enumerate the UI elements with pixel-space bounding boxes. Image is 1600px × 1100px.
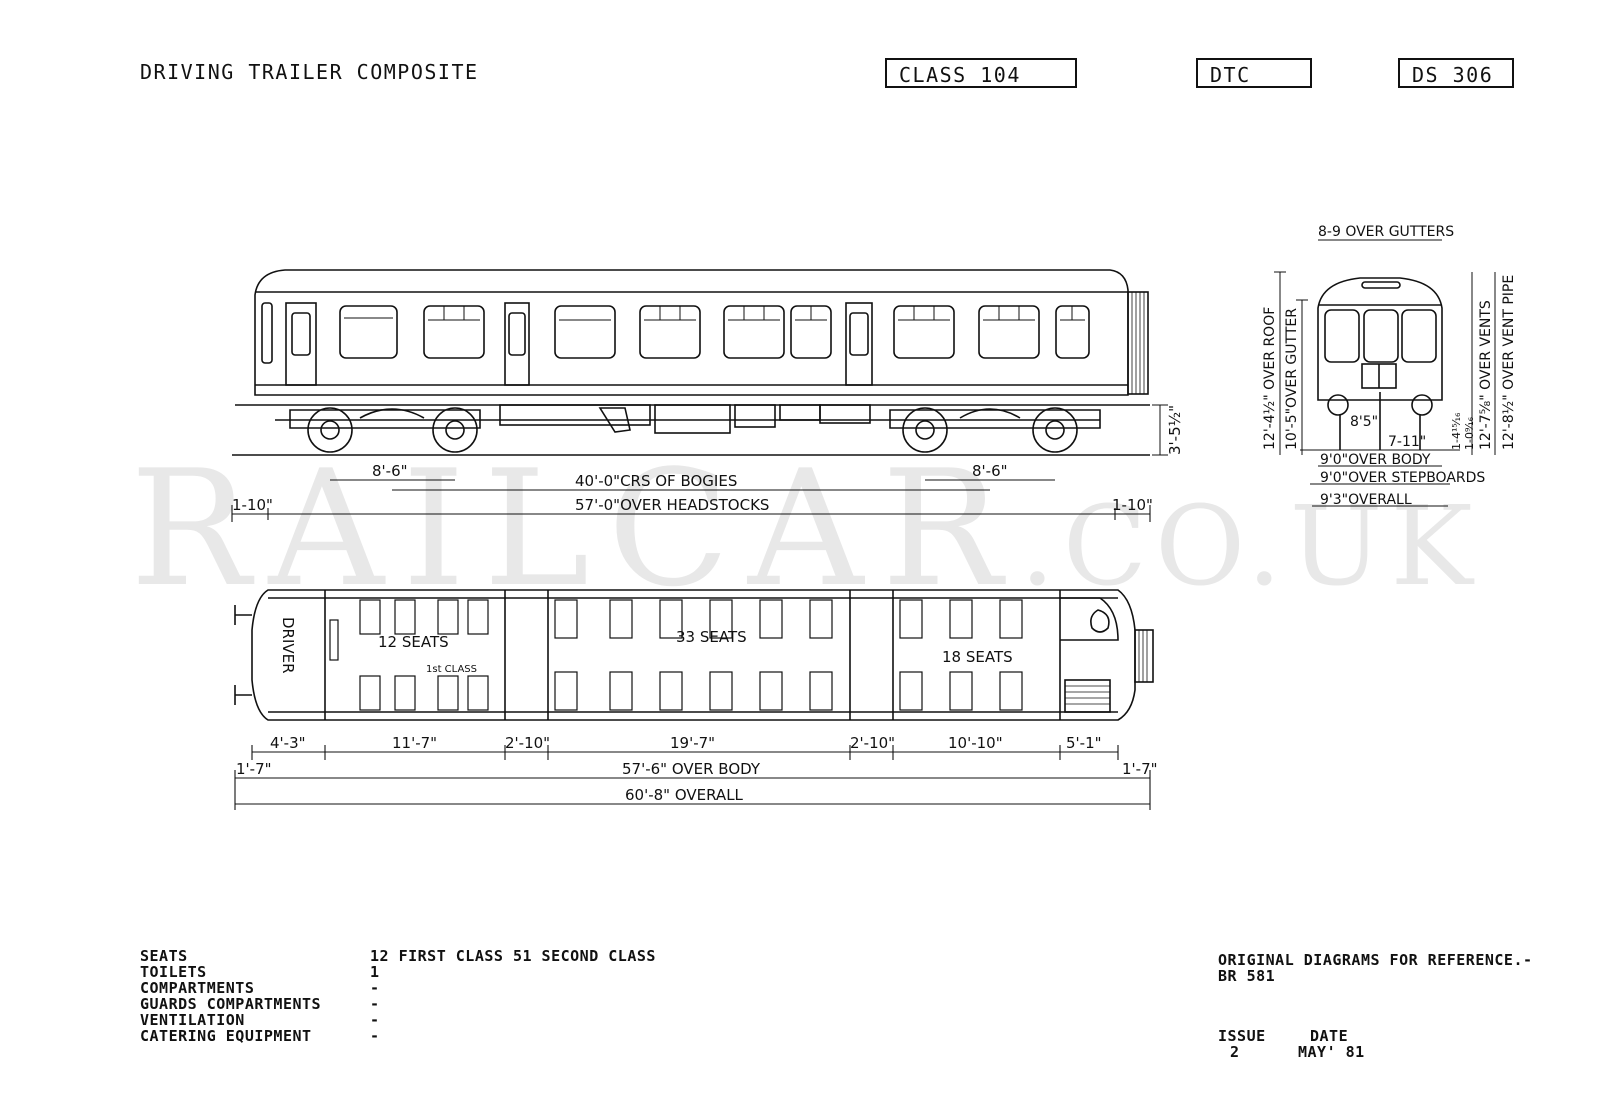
spec-value-toilets: 1 <box>370 963 380 981</box>
plan-dim-1: 11'-7" <box>392 734 437 752</box>
spec-value-compartments: - <box>370 979 380 997</box>
dim-right-overhang: 1-10" <box>1112 496 1153 514</box>
plan-driver: DRIVER <box>279 617 297 674</box>
dim-height-rail: 3'-5½" <box>1166 405 1184 455</box>
date-value: MAY' 81 <box>1298 1043 1365 1061</box>
issue-value: 2 <box>1230 1043 1240 1061</box>
plan-dim-4: 2'-10" <box>850 734 895 752</box>
plan-overall: 60'-8" OVERALL <box>625 786 744 804</box>
plan-dim-5: 10'-10" <box>948 734 1003 752</box>
end-over-vent-pipe: 12'-8½" OVER VENT PIPE <box>1501 275 1517 450</box>
plan-seats-middle: 33 SEATS <box>676 628 747 646</box>
dim-right-bogie: 8'-6" <box>972 462 1008 480</box>
reference-line1: ORIGINAL DIAGRAMS FOR REFERENCE.- <box>1218 951 1533 969</box>
date-label: DATE <box>1310 1027 1349 1045</box>
plan-dim-2: 2'-10" <box>505 734 550 752</box>
end-elevation <box>1274 239 1496 507</box>
plan-dim-right-end: 1'-7" <box>1122 760 1158 778</box>
diagram-box: DS 306 <box>1398 58 1514 88</box>
end-over-body: 9'0"OVER BODY <box>1320 452 1431 468</box>
watermark-main: RAILCAR <box>130 435 1020 622</box>
dim-bogie-centres: 40'-0"CRS OF BOGIES <box>575 472 737 490</box>
spec-label-ventilation: VENTILATION <box>140 1011 245 1029</box>
end-over-vents: 12'-7⅝" OVER VENTS <box>1478 300 1494 450</box>
spec-labels: SEATS TOILETS COMPARTMENTS GUARDS COMPAR… <box>140 948 321 1044</box>
watermark: RAILCAR.CO.UK <box>130 435 1481 622</box>
end-dim-7-11: 7-11" <box>1388 434 1426 450</box>
watermark-suffix: .CO.UK <box>1019 482 1481 610</box>
spec-label-seats: SEATS <box>140 947 188 965</box>
dim-headstocks: 57'-0"OVER HEADSTOCKS <box>575 496 769 514</box>
spec-label-catering: CATERING EQUIPMENT <box>140 1027 312 1045</box>
reference-block: ORIGINAL DIAGRAMS FOR REFERENCE.- BR 581 <box>1218 952 1533 984</box>
spec-value-guards: - <box>370 995 380 1013</box>
plan-view <box>234 589 1154 810</box>
spec-label-guards: GUARDS COMPARTMENTS <box>140 995 322 1013</box>
dim-left-bogie: 8'-6" <box>372 462 408 480</box>
reference-line2: BR 581 <box>1218 967 1276 985</box>
end-dim-8-5: 8'5" <box>1350 414 1378 430</box>
bogie-left <box>289 407 481 453</box>
spec-label-compartments: COMPARTMENTS <box>140 979 255 997</box>
end-over-stepboards: 9'0"OVER STEPBOARDS <box>1320 470 1485 486</box>
end-overall: 9'3"OVERALL <box>1320 492 1412 508</box>
issue-block: ISSUE DATE 2 MAY' 81 <box>1218 1028 1365 1060</box>
plan-over-body: 57'-6" OVER BODY <box>622 760 761 778</box>
spec-label-toilets: TOILETS <box>140 963 207 981</box>
spec-value-seats: 12 FIRST CLASS 51 SECOND CLASS <box>370 947 656 965</box>
end-dim-small-b: 1-0⁹⁄₁₆ <box>1463 416 1476 450</box>
bogie-right <box>889 407 1101 453</box>
issue-label: ISSUE <box>1218 1027 1266 1045</box>
dim-left-overhang: 1-10" <box>232 496 273 514</box>
plan-dim-6: 5'-1" <box>1066 734 1102 752</box>
plan-dim-left-end: 1'-7" <box>236 760 272 778</box>
plan-dim-3: 19'-7" <box>670 734 715 752</box>
spec-values: 12 FIRST CLASS 51 SECOND CLASS 1 - - - - <box>370 948 656 1044</box>
plan-first-class: 1st CLASS <box>426 664 477 675</box>
end-dim-small-a: 1-4¹⁵⁄₁₆ <box>1450 412 1463 450</box>
side-elevation <box>231 269 1168 522</box>
spec-value-ventilation: - <box>370 1011 380 1029</box>
plan-dim-0: 4'-3" <box>270 734 306 752</box>
plan-seats-first: 12 SEATS <box>378 633 449 651</box>
class-box: CLASS 104 <box>885 58 1077 88</box>
end-over-gutter-v: 10'-5"OVER GUTTER <box>1284 308 1300 450</box>
plan-seats-rear: 18 SEATS <box>942 648 1013 666</box>
end-over-gutters: 8-9 OVER GUTTERS <box>1318 224 1454 240</box>
drawing-title: DRIVING TRAILER COMPOSITE <box>140 60 479 84</box>
end-over-roof: 12'-4½" OVER ROOF <box>1262 307 1278 450</box>
spec-value-catering: - <box>370 1027 380 1045</box>
type-box: DTC <box>1196 58 1312 88</box>
